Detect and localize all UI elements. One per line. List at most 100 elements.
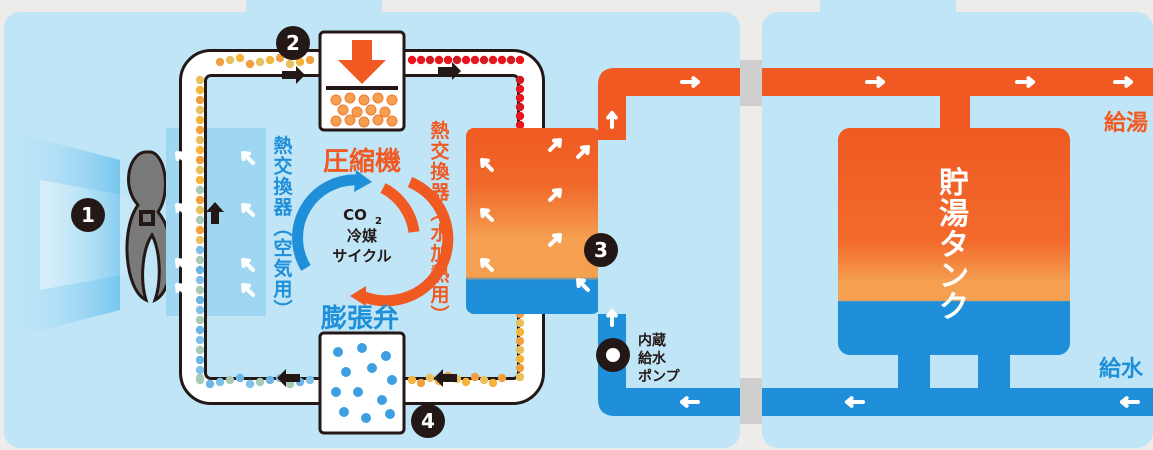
pipe-joint-bottom (740, 378, 762, 424)
expansion-valve-label: 膨張弁 (321, 303, 399, 334)
refrigerant-particle (235, 373, 245, 383)
refrigerant-particle (195, 345, 205, 355)
compressor-particle (337, 104, 349, 116)
refrigerant-particle (245, 59, 255, 69)
pipe-joint-top (740, 60, 762, 106)
pump-icon (596, 338, 630, 372)
flow-arrow-head (175, 283, 186, 294)
tank-label-char: 貯 (939, 166, 969, 201)
svg-text:4: 4 (421, 409, 435, 433)
flow-arrow-head (845, 396, 854, 408)
flow-arrow-head (606, 111, 618, 120)
refrigerant-particle (195, 325, 205, 335)
refrigerant-particle (488, 55, 498, 65)
flow-arrow-icon (175, 76, 1140, 408)
compressor-particle (330, 115, 342, 127)
air-hx-label-char: 空 (273, 237, 292, 260)
refrigerant-particle (515, 55, 525, 65)
flow-arrow-head (480, 258, 491, 269)
refrigerant-particle (416, 378, 426, 388)
refrigerant-particle (195, 135, 205, 145)
flow-arrow-head (175, 203, 186, 214)
hot-water-supply-label: 給湯 (1104, 110, 1148, 136)
expansion-valve-particle (357, 343, 367, 353)
refrigerant-particle (305, 375, 315, 385)
refrigerant-particle (407, 375, 417, 385)
air-hx-label-char: ︵ (273, 217, 292, 239)
step-badge-4: 4 (411, 404, 445, 438)
refrigerant-particle (425, 55, 435, 65)
refrigerant-particle (195, 185, 205, 195)
refrigerant-particle (225, 375, 235, 385)
refrigerant-particle (195, 365, 205, 375)
step-badge-1: 1 (71, 198, 105, 232)
refrigerant-particle (195, 225, 205, 235)
refrigerant-particle (195, 265, 205, 275)
refrigerant-particle (195, 285, 205, 295)
air-hx-label-char: 器 (272, 197, 293, 219)
pump-label-line: 内蔵 (638, 332, 666, 349)
expansion-valve-particle (341, 367, 351, 377)
refrigerant-particle (215, 57, 225, 67)
compressor-particle (379, 106, 391, 118)
step-badge-3: 3 (584, 233, 618, 267)
expansion-valve-particle (385, 409, 395, 419)
compressor-label: 圧縮機 (323, 146, 401, 177)
tank-label-char: ク (939, 290, 969, 325)
flow-arrow-head (1120, 396, 1129, 408)
refrigerant-particle (195, 125, 205, 135)
compressor-particle (365, 104, 377, 116)
refrigerant-particle (195, 165, 205, 175)
refrigerant-particle (497, 373, 507, 383)
pump-label-line: 給水 (638, 350, 667, 367)
flow-arrow-head (175, 258, 186, 269)
compressor-particle (330, 94, 342, 106)
flow-arrow-head (241, 203, 252, 214)
compressor-particle (344, 114, 356, 126)
refrigerant-particle (515, 363, 525, 373)
refrigerant-particle (255, 377, 265, 387)
pump-label-line: ポンプ (638, 368, 681, 385)
tank-label-char: 湯 (939, 197, 969, 232)
expansion-valve-particle (387, 375, 397, 385)
refrigerant-particle (195, 215, 205, 225)
air-hx-label-char: 熱 (273, 134, 292, 157)
compressor-particle (386, 115, 398, 127)
compressor-particle (358, 94, 370, 106)
step-badge-2: 2 (276, 26, 310, 60)
refrigerant-particle (235, 53, 245, 63)
flow-arrow-head (551, 233, 562, 244)
co2-text: CO (343, 206, 367, 224)
flow-arrow-head (606, 309, 618, 318)
refrigerant-particle (265, 55, 275, 65)
refrigerant-particle (195, 355, 205, 365)
expansion-valve-particles (331, 343, 397, 423)
water-hx-label-char: 用 (430, 284, 449, 306)
refrigerant-particle (425, 373, 435, 383)
compressor-particle (372, 114, 384, 126)
refrigerant-particle (255, 57, 265, 67)
refrigerant-particle (195, 335, 205, 345)
air-hx-label-char: 換 (273, 175, 293, 198)
air-hx-label-char: 交 (273, 155, 292, 178)
refrigerant-particle (479, 375, 489, 385)
water-hx-label-char: 交 (430, 140, 449, 163)
tank-label-char: タ (939, 228, 969, 263)
refrigerant-particle (416, 55, 426, 65)
water-hx-label-char: 器 (429, 182, 450, 204)
refrigerant-particle (479, 55, 489, 65)
refrigerant-particle (195, 295, 205, 305)
refrigerant-particle (195, 85, 205, 95)
refrigerant-particle (515, 111, 525, 121)
cycle-text: サイクル (332, 247, 391, 265)
refrigerant-particle (195, 115, 205, 125)
flow-arrow-head (876, 76, 885, 88)
refrigerant-particle (515, 93, 525, 103)
refrigerant-particle (195, 315, 205, 325)
refrigerant-particle (195, 255, 205, 265)
